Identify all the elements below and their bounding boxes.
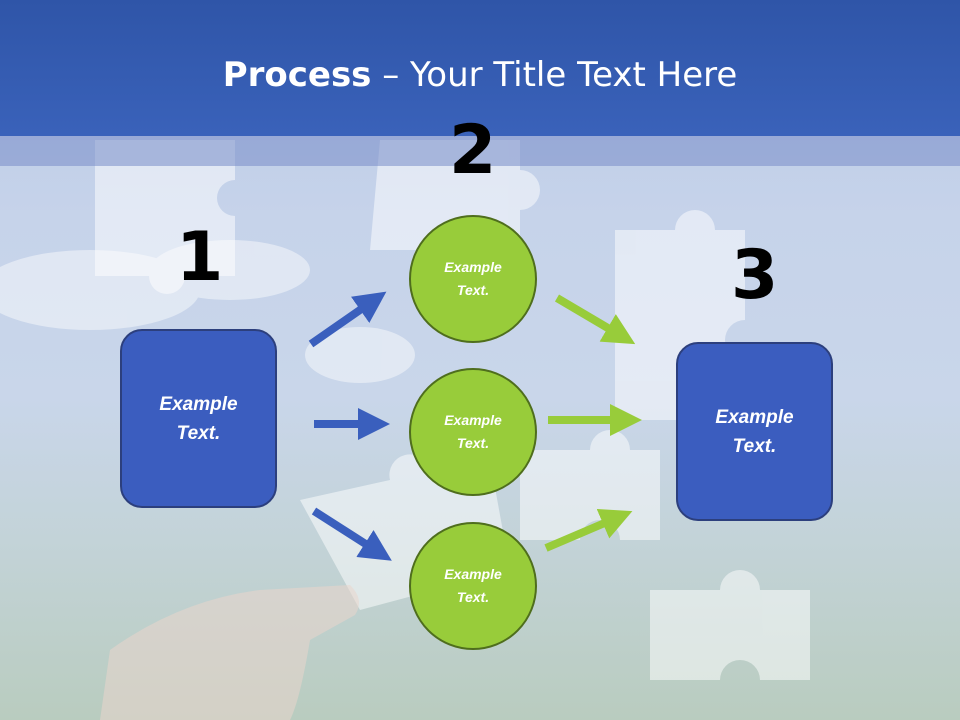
circle-bottom: Example Text. (409, 522, 537, 650)
step-number-2: 2 (449, 111, 497, 190)
title-bold: Process (222, 55, 372, 95)
circle-middle-text: Example Text. (444, 412, 502, 451)
step-number-3: 3 (731, 236, 779, 315)
left-box-text: Example Text. (159, 393, 238, 444)
slide-title: Process – Your Title Text Here (0, 52, 960, 98)
circle-top: Example Text. (409, 215, 537, 343)
arrow-blue-up (308, 291, 387, 348)
circle-top-text: Example Text. (444, 259, 502, 298)
right-box-text: Example Text. (715, 406, 794, 457)
step-number-1: 1 (176, 218, 224, 297)
arrow-blue-down (311, 507, 392, 561)
hand-image (100, 585, 359, 720)
circle-bottom-text: Example Text. (444, 566, 502, 605)
circle-middle: Example Text. (409, 368, 537, 496)
title-band (0, 136, 960, 166)
title-rest: – Your Title Text Here (371, 55, 738, 95)
left-box: Example Text. (120, 329, 277, 508)
title-bar (0, 0, 960, 136)
arrow-green-up (544, 508, 633, 552)
right-box: Example Text. (676, 342, 833, 521)
arrow-green-down (554, 294, 636, 345)
